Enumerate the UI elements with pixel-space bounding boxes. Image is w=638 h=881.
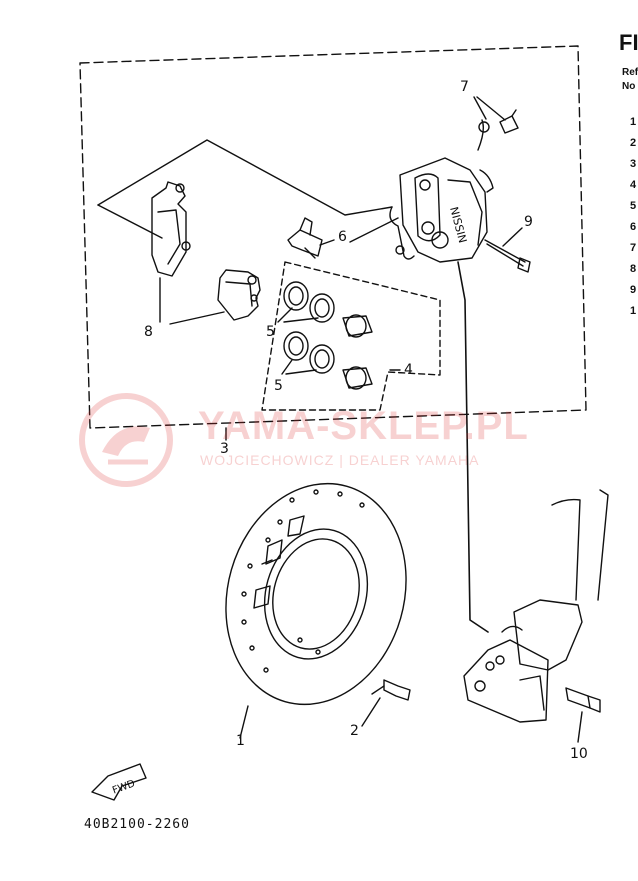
pistons (342, 314, 373, 390)
fwd-label: FWD (111, 778, 137, 796)
callout-5a: 5 (266, 324, 275, 340)
diagram-code: 40B2100-2260 (84, 817, 190, 832)
caliper-brand-text: NISSIN (447, 205, 469, 244)
brake-pad-2 (159, 269, 261, 325)
callout-5b: 5 (274, 378, 283, 394)
caliper-body: NISSIN (389, 157, 488, 263)
ref-number: 1 (630, 116, 637, 128)
seals (283, 281, 335, 374)
ref-no-header: Ref No (622, 67, 638, 92)
assembly-boundary (79, 45, 587, 429)
callout-7: 7 (460, 79, 469, 95)
callout-6: 6 (338, 229, 347, 245)
table-title: FI (619, 30, 638, 55)
callout-3: 3 (220, 441, 229, 457)
brake-disc (225, 482, 407, 739)
ref-number: 2 (630, 137, 637, 149)
caliper-bolt (484, 227, 531, 273)
ref-number: 7 (630, 242, 637, 254)
disc-bolt (361, 679, 411, 727)
callout-1: 1 (236, 733, 245, 749)
axle-bolt (565, 687, 601, 743)
ref-number: 8 (630, 263, 637, 275)
callout-4: 4 (404, 362, 413, 378)
pad-support (287, 217, 335, 259)
brake-pad-1 (151, 181, 191, 277)
callout-9: 9 (524, 214, 533, 230)
ref-number: 6 (630, 221, 637, 233)
bleeder-screw (473, 96, 519, 193)
seal-kit-boundary (261, 261, 441, 411)
ref-number: 5 (630, 200, 637, 212)
callout-2: 2 (350, 723, 359, 739)
ref-number: 3 (630, 158, 637, 170)
callout-10: 10 (570, 746, 588, 762)
ref-number: 9 (630, 284, 637, 296)
ref-number: 1 (630, 305, 637, 317)
front-fork (463, 489, 609, 723)
fwd-arrow-icon: FWD (91, 763, 147, 801)
callout-8: 8 (144, 324, 153, 340)
ref-number: 4 (630, 179, 637, 191)
